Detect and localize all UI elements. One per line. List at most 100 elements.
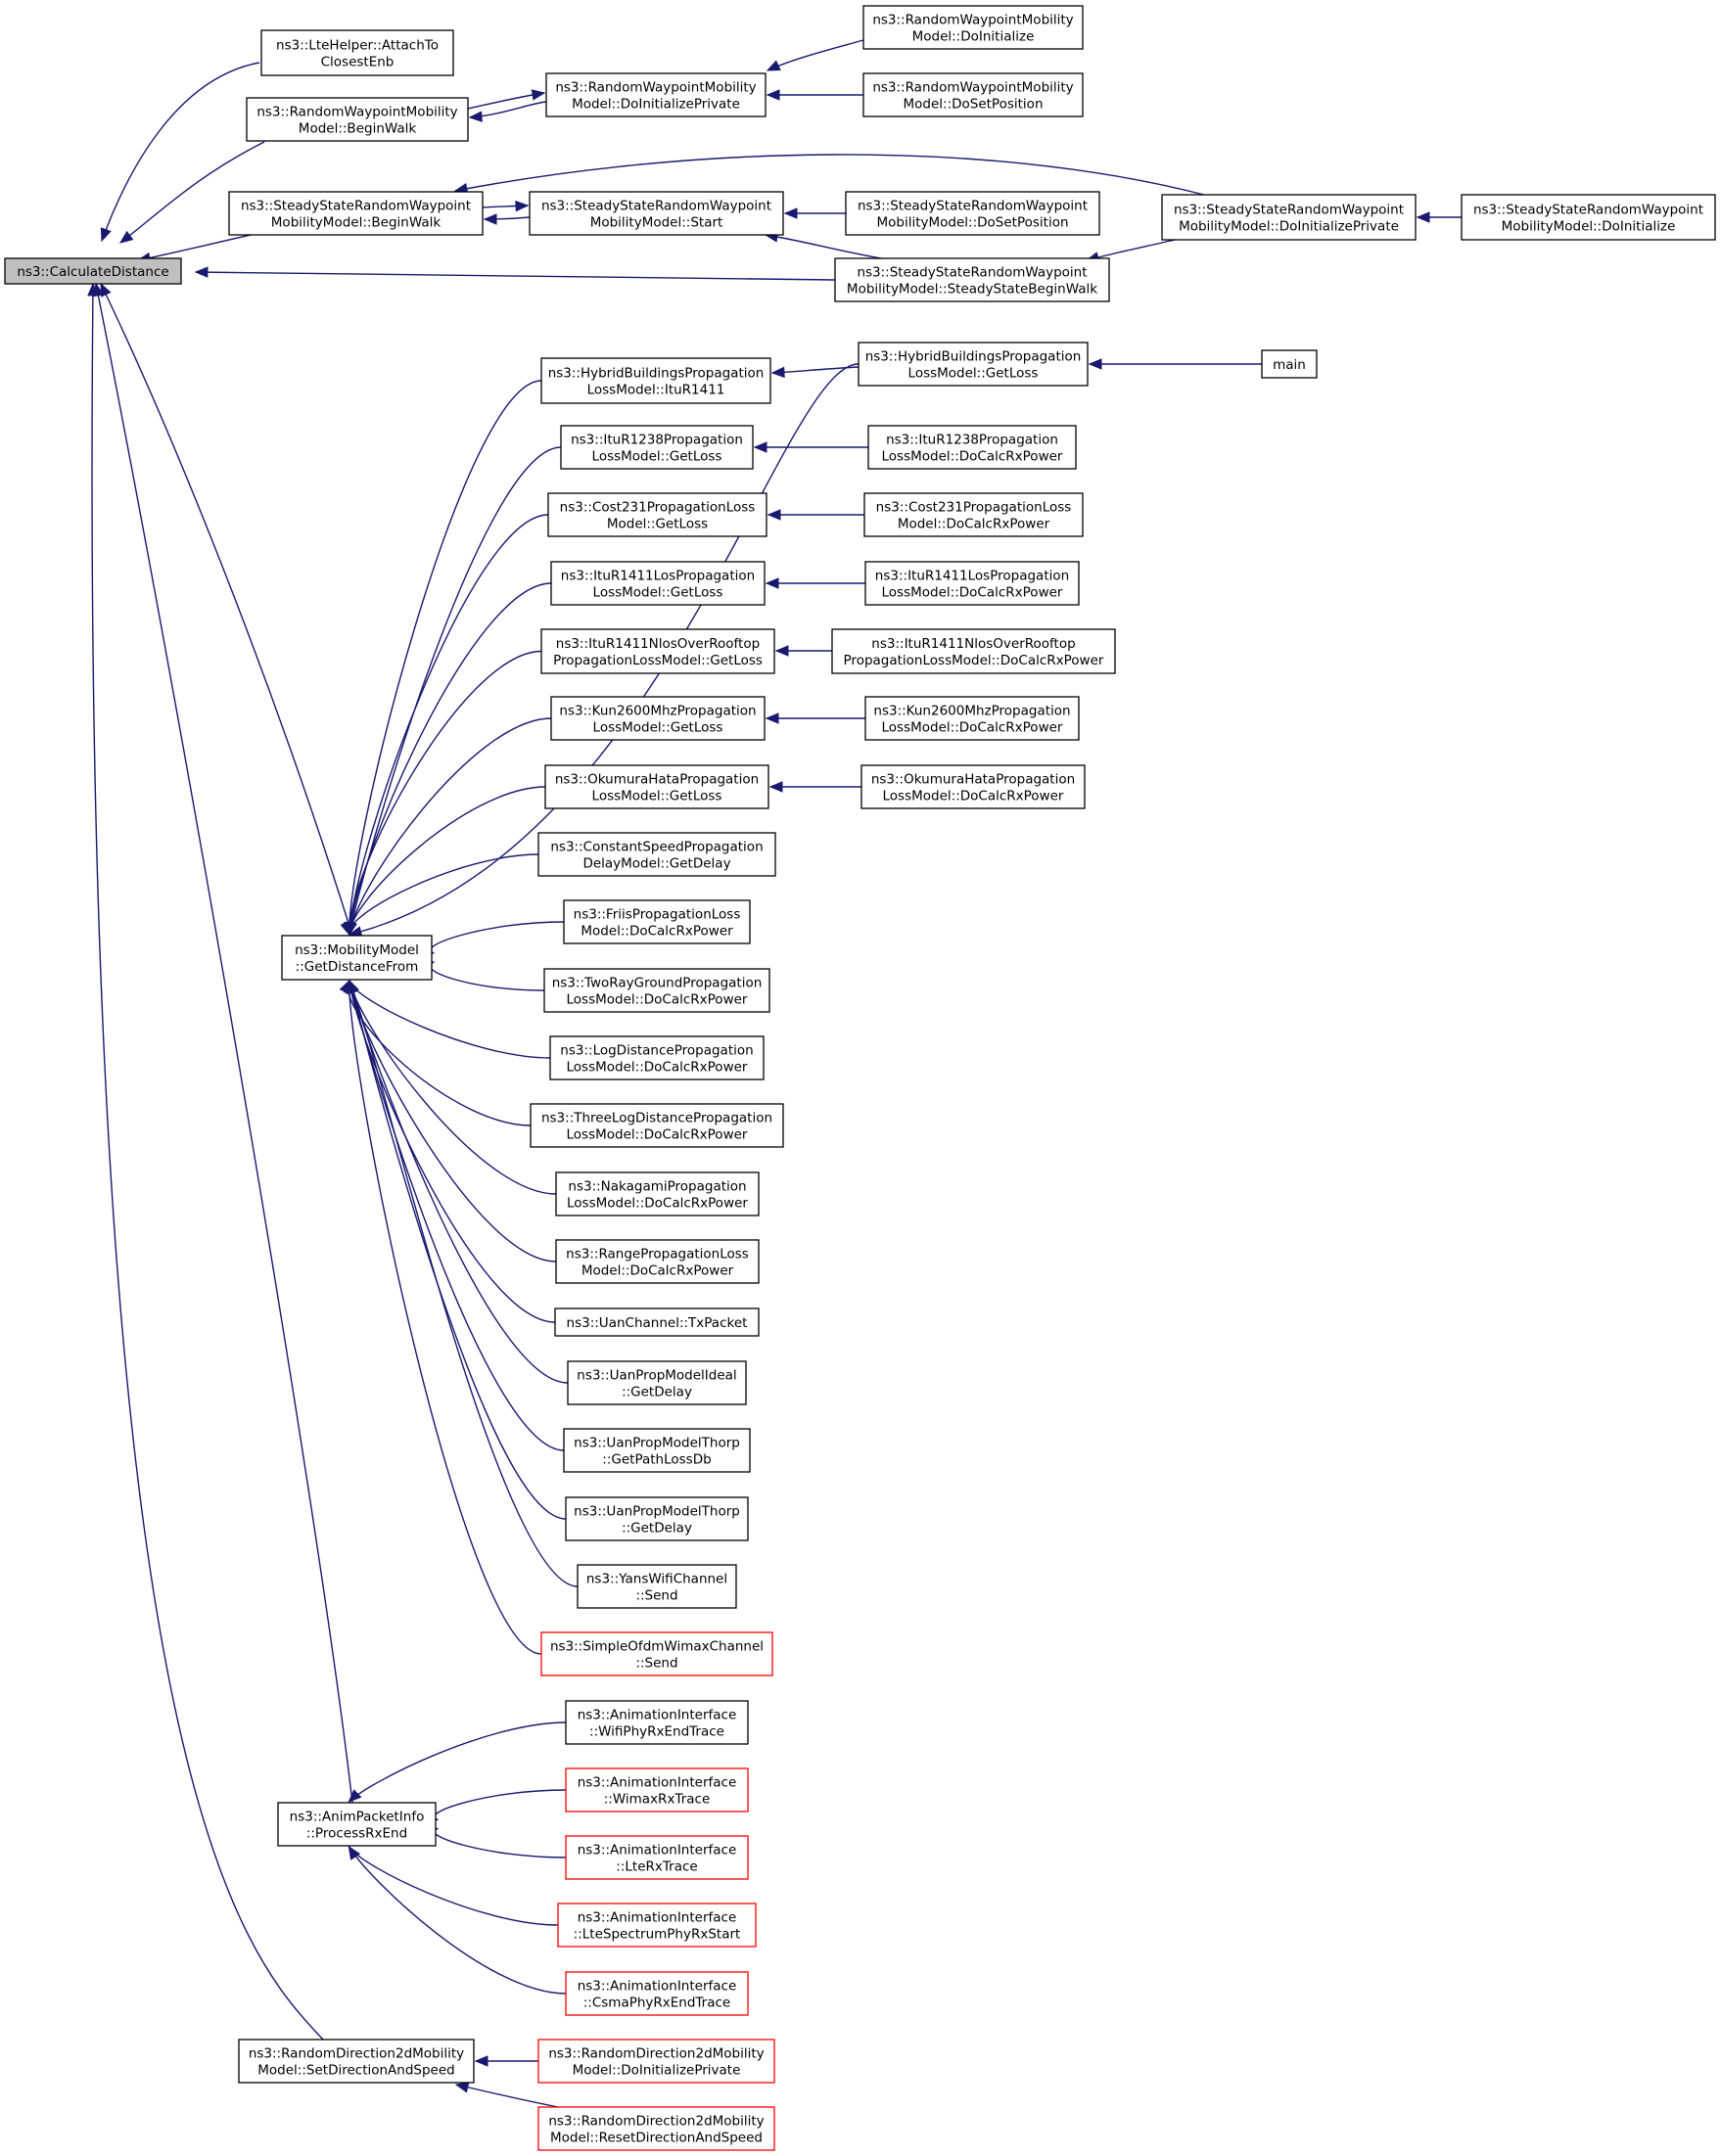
call-edge-api-to-root: [92, 282, 353, 1804]
node-label-line: LossModel::DoCalcRxPower: [567, 992, 748, 1008]
node-label-line: ns3::RandomDirection2dMobility: [548, 2114, 764, 2130]
node-box: [554, 1307, 760, 1337]
node-ss-doinitp[interactable]: ns3::SteadyStateRandomWaypointMobilityMo…: [1161, 194, 1417, 241]
node-cost-gl[interactable]: ns3::Cost231PropagationLossModel::GetLos…: [547, 492, 767, 537]
call-edge-range-to-mm_gdf: [346, 979, 557, 1262]
node-label-line: ns3::RangePropagationLoss: [566, 1247, 749, 1262]
node-box: [834, 257, 1110, 302]
arrowhead-icon: [340, 921, 351, 937]
node-box: [555, 1171, 760, 1216]
arrowhead-icon: [474, 2055, 488, 2067]
arrowhead-icon: [348, 1845, 360, 1860]
node-hb-getloss[interactable]: ns3::HybridBuildingsPropagationLossModel…: [858, 342, 1089, 387]
node-label-line: ns3::Cost231PropagationLoss: [560, 500, 756, 516]
node-rw-doset[interactable]: ns3::RandomWaypointMobilityModel::DoSetP…: [862, 72, 1084, 117]
node-ss-begin[interactable]: ns3::SteadyStateRandomWaypointMobilityMo…: [228, 191, 484, 236]
node-label-line: ns3::NakagamiPropagation: [568, 1179, 746, 1195]
node-label-line: ns3::RandomDirection2dMobility: [548, 2046, 764, 2062]
node-ai-lte[interactable]: ns3::AnimationInterface::LteRxTrace: [565, 1835, 749, 1880]
node-root[interactable]: ns3::CalculateDistance: [4, 257, 182, 285]
node-oku-gl[interactable]: ns3::OkumuraHataPropagationLossModel::Ge…: [544, 764, 769, 809]
node-uan-ideal[interactable]: ns3::UanPropModelIdeal::GetDelay: [567, 1360, 747, 1405]
call-edge-rw_doinit-to-rw_doinitp: [766, 39, 864, 71]
node-naka[interactable]: ns3::NakagamiPropagationLossModel::DoCal…: [555, 1171, 760, 1216]
node-box: [831, 628, 1116, 674]
node-csd[interactable]: ns3::ConstantSpeedPropagationDelayModel:…: [537, 832, 776, 877]
node-tworay[interactable]: ns3::TwoRayGroundPropagationLossModel::D…: [543, 968, 770, 1013]
node-ai-csma[interactable]: ns3::AnimationInterface::CsmaPhyRxEndTra…: [565, 1971, 749, 2016]
node-rd-set[interactable]: ns3::RandomDirection2dMobilityModel::Set…: [238, 2039, 475, 2084]
node-rw-doinit[interactable]: ns3::RandomWaypointMobilityModel::DoInit…: [862, 5, 1084, 50]
node-label-line: ns3::UanPropModelIdeal: [577, 1368, 736, 1384]
node-box: [238, 2039, 475, 2084]
node-kun-dc[interactable]: ns3::Kun2600MhzPropagationLossModel::DoC…: [864, 696, 1080, 741]
node-cost-dc[interactable]: ns3::Cost231PropagationLossModel::DoCalc…: [863, 492, 1084, 537]
node-mm-gdf[interactable]: ns3::MobilityModel::GetDistanceFrom: [281, 935, 433, 981]
node-label-line: Model::DoInitializePrivate: [573, 2063, 741, 2079]
node-uan-tx[interactable]: ns3::UanChannel::TxPacket: [554, 1307, 760, 1337]
node-label-line: LossModel::ItuR1411: [587, 383, 725, 398]
node-box: [260, 29, 454, 76]
call-edge-oku_dc-to-oku_gl: [768, 781, 861, 793]
node-friis[interactable]: ns3::FriisPropagationLossModel::DoCalcRx…: [563, 899, 751, 944]
node-label-line: Model::DoCalcRxPower: [581, 1263, 734, 1279]
node-box: [565, 1767, 749, 1812]
arrowhead-icon: [1088, 358, 1102, 370]
call-edge-ai_wifi-to-api: [348, 1721, 567, 1803]
node-label-line: Model::DoSetPosition: [903, 97, 1043, 113]
call-edge-ss_ssbegin-to-ss_start: [764, 231, 882, 259]
node-label-line: LossModel::DoCalcRxPower: [883, 789, 1064, 804]
call-edge-main-to-hb_getloss: [1088, 358, 1262, 370]
node-box: [549, 1035, 765, 1080]
node-oku-dc[interactable]: ns3::OkumuraHataPropagationLossModel::Do…: [860, 764, 1086, 809]
call-edge-nlos_dc-to-nlos_gl: [774, 645, 832, 657]
node-ss-start[interactable]: ns3::SteadyStateRandomWaypointMobilityMo…: [529, 191, 784, 236]
arrowhead-icon: [767, 509, 781, 521]
arrowhead-icon: [100, 227, 112, 243]
node-yans[interactable]: ns3::YansWifiChannel::Send: [577, 1564, 737, 1609]
call-edge-rd_set-to-root: [87, 282, 324, 2041]
call-edge-ss_ssbegin-to-root: [194, 266, 836, 281]
node-api[interactable]: ns3::AnimPacketInfo::ProcessRxEnd: [277, 1802, 437, 1847]
node-ai-wifi[interactable]: ns3::AnimationInterface::WifiPhyRxEndTra…: [565, 1700, 749, 1745]
edge-layer: [87, 39, 1462, 2108]
node-nlos-dc[interactable]: ns3::ItuR1411NlosOverRooftopPropagationL…: [831, 628, 1116, 674]
node-itu1238-dc[interactable]: ns3::ItuR1238PropagationLossModel::DoCal…: [867, 425, 1077, 470]
node-ss-ssbegin[interactable]: ns3::SteadyStateRandomWaypointMobilityMo…: [834, 257, 1110, 302]
node-label-line: ns3::SteadyStateRandomWaypoint: [541, 199, 771, 214]
node-ai-wimax[interactable]: ns3::AnimationInterface::WimaxRxTrace: [565, 1767, 749, 1812]
node-main[interactable]: main: [1261, 349, 1318, 379]
node-label-line: LossModel::GetLoss: [908, 366, 1039, 382]
arrowhead-icon: [765, 577, 779, 589]
call-edge-rw_begin-to-root: [118, 141, 265, 244]
node-uan-thorp-d[interactable]: ns3::UanPropModelThorp::GetDelay: [565, 1496, 749, 1541]
node-ofdm[interactable]: ns3::SimpleOfdmWimaxChannel::Send: [540, 1631, 773, 1676]
node-rd-doinitp[interactable]: ns3::RandomDirection2dMobilityModel::DoI…: [537, 2039, 775, 2084]
node-uan-thorp-pl[interactable]: ns3::UanPropModelThorp::GetPathLossDb: [563, 1428, 751, 1473]
node-rw-doinitp[interactable]: ns3::RandomWaypointMobilityModel::DoInit…: [545, 72, 767, 117]
call-edge-ss_doinitp-to-ss_begin: [453, 154, 1205, 196]
node-rd-reset[interactable]: ns3::RandomDirection2dMobilityModel::Res…: [537, 2106, 775, 2151]
node-logdist[interactable]: ns3::LogDistancePropagationLossModel::Do…: [549, 1035, 765, 1080]
node-label-line: MobilityModel::Start: [590, 215, 723, 231]
node-label-line: ns3::SteadyStateRandomWaypoint: [1174, 203, 1404, 218]
node-hb-itu[interactable]: ns3::HybridBuildingsPropagationLossModel…: [540, 357, 771, 404]
node-los-dc[interactable]: ns3::ItuR1411LosPropagationLossModel::Do…: [864, 561, 1080, 606]
node-itu1238-gl[interactable]: ns3::ItuR1238PropagationLossModel::GetLo…: [560, 425, 754, 470]
node-label-line: Model::DoCalcRxPower: [581, 924, 733, 940]
call-edge-ai_lte-to-api: [424, 1826, 567, 1858]
node-nlos-gl[interactable]: ns3::ItuR1411NlosOverRooftopPropagationL…: [540, 628, 775, 674]
arrowhead-icon: [753, 441, 767, 453]
node-ss-doset[interactable]: ns3::SteadyStateRandomWaypointMobilityMo…: [845, 191, 1100, 236]
node-threelog[interactable]: ns3::ThreeLogDistancePropagationLossMode…: [530, 1103, 784, 1148]
node-label-line: LossModel::GetLoss: [593, 585, 723, 601]
node-range[interactable]: ns3::RangePropagationLossModel::DoCalcRx…: [555, 1239, 760, 1284]
node-ss-doinit[interactable]: ns3::SteadyStateRandomWaypointMobilityMo…: [1461, 194, 1716, 241]
node-rw-begin[interactable]: ns3::RandomWaypointMobilityModel::BeginW…: [246, 97, 469, 142]
node-los-gl[interactable]: ns3::ItuR1411LosPropagationLossModel::Ge…: [550, 561, 766, 606]
node-kun-gl[interactable]: ns3::Kun2600MhzPropagationLossModel::Get…: [550, 696, 766, 741]
node-ai-ltesp[interactable]: ns3::AnimationInterface::LteSpectrumPhyR…: [557, 1903, 757, 1948]
call-edge-itu1238_dc-to-itu1238_gl: [753, 441, 869, 453]
call-edge-los_gl-to-mm_gdf: [345, 582, 552, 937]
